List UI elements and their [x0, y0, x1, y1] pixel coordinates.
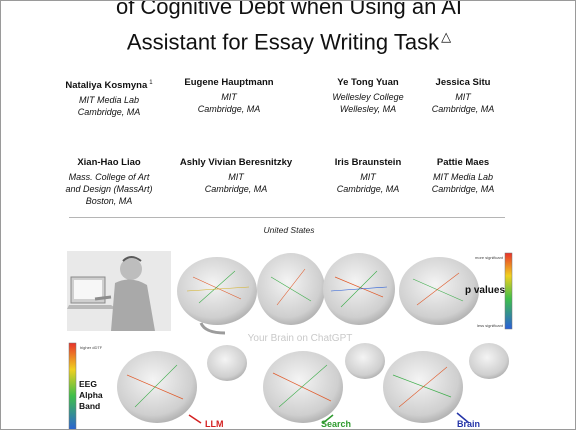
author-block: Pattie Maes MIT Media Lab Cambridge, MA [393, 157, 533, 195]
author-block: Ye Tong Yuan Wellesley College Wellesley… [298, 77, 438, 115]
p-value-bottom-label: less significant [477, 323, 504, 328]
author-name: Pattie Maes [436, 157, 490, 168]
brain-head-top-2 [257, 253, 325, 325]
section-divider [69, 217, 505, 218]
author-location: Cambridge, MA [77, 107, 141, 118]
author-block: Eugene Hauptmann MIT Cambridge, MA [159, 77, 299, 115]
author-affiliation: MIT [455, 92, 471, 102]
author-footnote: 1 [149, 80, 153, 86]
author-affiliation: MIT [221, 92, 237, 102]
eeg-top-label: higher dDTF [80, 345, 103, 350]
title-footnote-mark: △ [441, 29, 452, 44]
brain-head-llm: LLM [117, 345, 247, 429]
author-name: Ye Tong Yuan [337, 77, 399, 88]
author-location: Wellesley, MA [339, 104, 397, 114]
author-affiliation: Wellesley College [332, 92, 404, 102]
brain-head-top-4 [399, 257, 479, 325]
paper-title-line-1: of Cognitive Debt when Using an AI [115, 0, 463, 19]
author-name: Nataliya Kosmyna [65, 80, 148, 92]
eeg-label-3: Band [79, 401, 100, 411]
author-affiliation: MIT [228, 172, 244, 182]
author-location: Cambridge, MA [204, 184, 268, 194]
author-affiliation: and Design (MassArt) [65, 184, 153, 194]
author-location: Cambridge, MA [197, 104, 261, 114]
author-affiliation: MIT Media Lab [78, 95, 140, 106]
eeg-alpha-colorbar: higher dDTF EEG Alpha Band [68, 342, 103, 429]
paper-title-line-2: Assistant for Essay Writing Task△ [126, 29, 452, 55]
group-label-search: Search [321, 419, 351, 429]
author-name: Jessica Situ [435, 77, 491, 88]
group-label-brain: Brain [457, 419, 480, 429]
eeg-label-2: Alpha [79, 390, 103, 400]
p-value-top-label: more significant [475, 255, 504, 260]
author-affiliation: MIT Media Lab [432, 172, 494, 182]
author-country: United States [263, 225, 315, 235]
group-label-llm: LLM [205, 419, 224, 429]
p-value-label: p values [465, 285, 505, 296]
brain-head-brain-only: Brain [383, 343, 509, 429]
author-location: Cambridge, MA [336, 184, 400, 194]
brain-head-search: Search [263, 343, 385, 429]
p-value-colorbar: p values more significant less significa… [465, 252, 513, 330]
author-name: Ashly Vivian Beresnitzky [179, 157, 293, 168]
author-name: Xian-Hao Liao [77, 157, 141, 168]
figure-watermark: Your Brain on ChatGPT [248, 333, 353, 344]
author-block: Xian-Hao Liao Mass. College of Art and D… [39, 157, 179, 207]
author-block: Jessica Situ MIT Cambridge, MA [393, 77, 533, 115]
participant-photo [67, 251, 171, 331]
author-block: Iris Braunstein MIT Cambridge, MA [298, 157, 438, 195]
author-location: Boston, MA [85, 196, 133, 206]
teaser-figure: p values more significant less significa… [65, 247, 515, 429]
eeg-label-1: EEG [79, 379, 97, 389]
author-name: Eugene Hauptmann [184, 77, 274, 88]
author-affiliation: Mass. College of Art [68, 172, 150, 182]
teaser-figure-svg: p values more significant less significa… [67, 251, 513, 429]
brain-head-top-1 [177, 257, 257, 335]
author-block: Ashly Vivian Beresnitzky MIT Cambridge, … [161, 157, 311, 195]
author-location: Cambridge, MA [431, 104, 495, 114]
author-location: Cambridge, MA [431, 184, 495, 194]
brain-head-top-3 [323, 253, 395, 325]
author-affiliation: MIT [360, 172, 376, 182]
author-name: Iris Braunstein [334, 157, 402, 168]
